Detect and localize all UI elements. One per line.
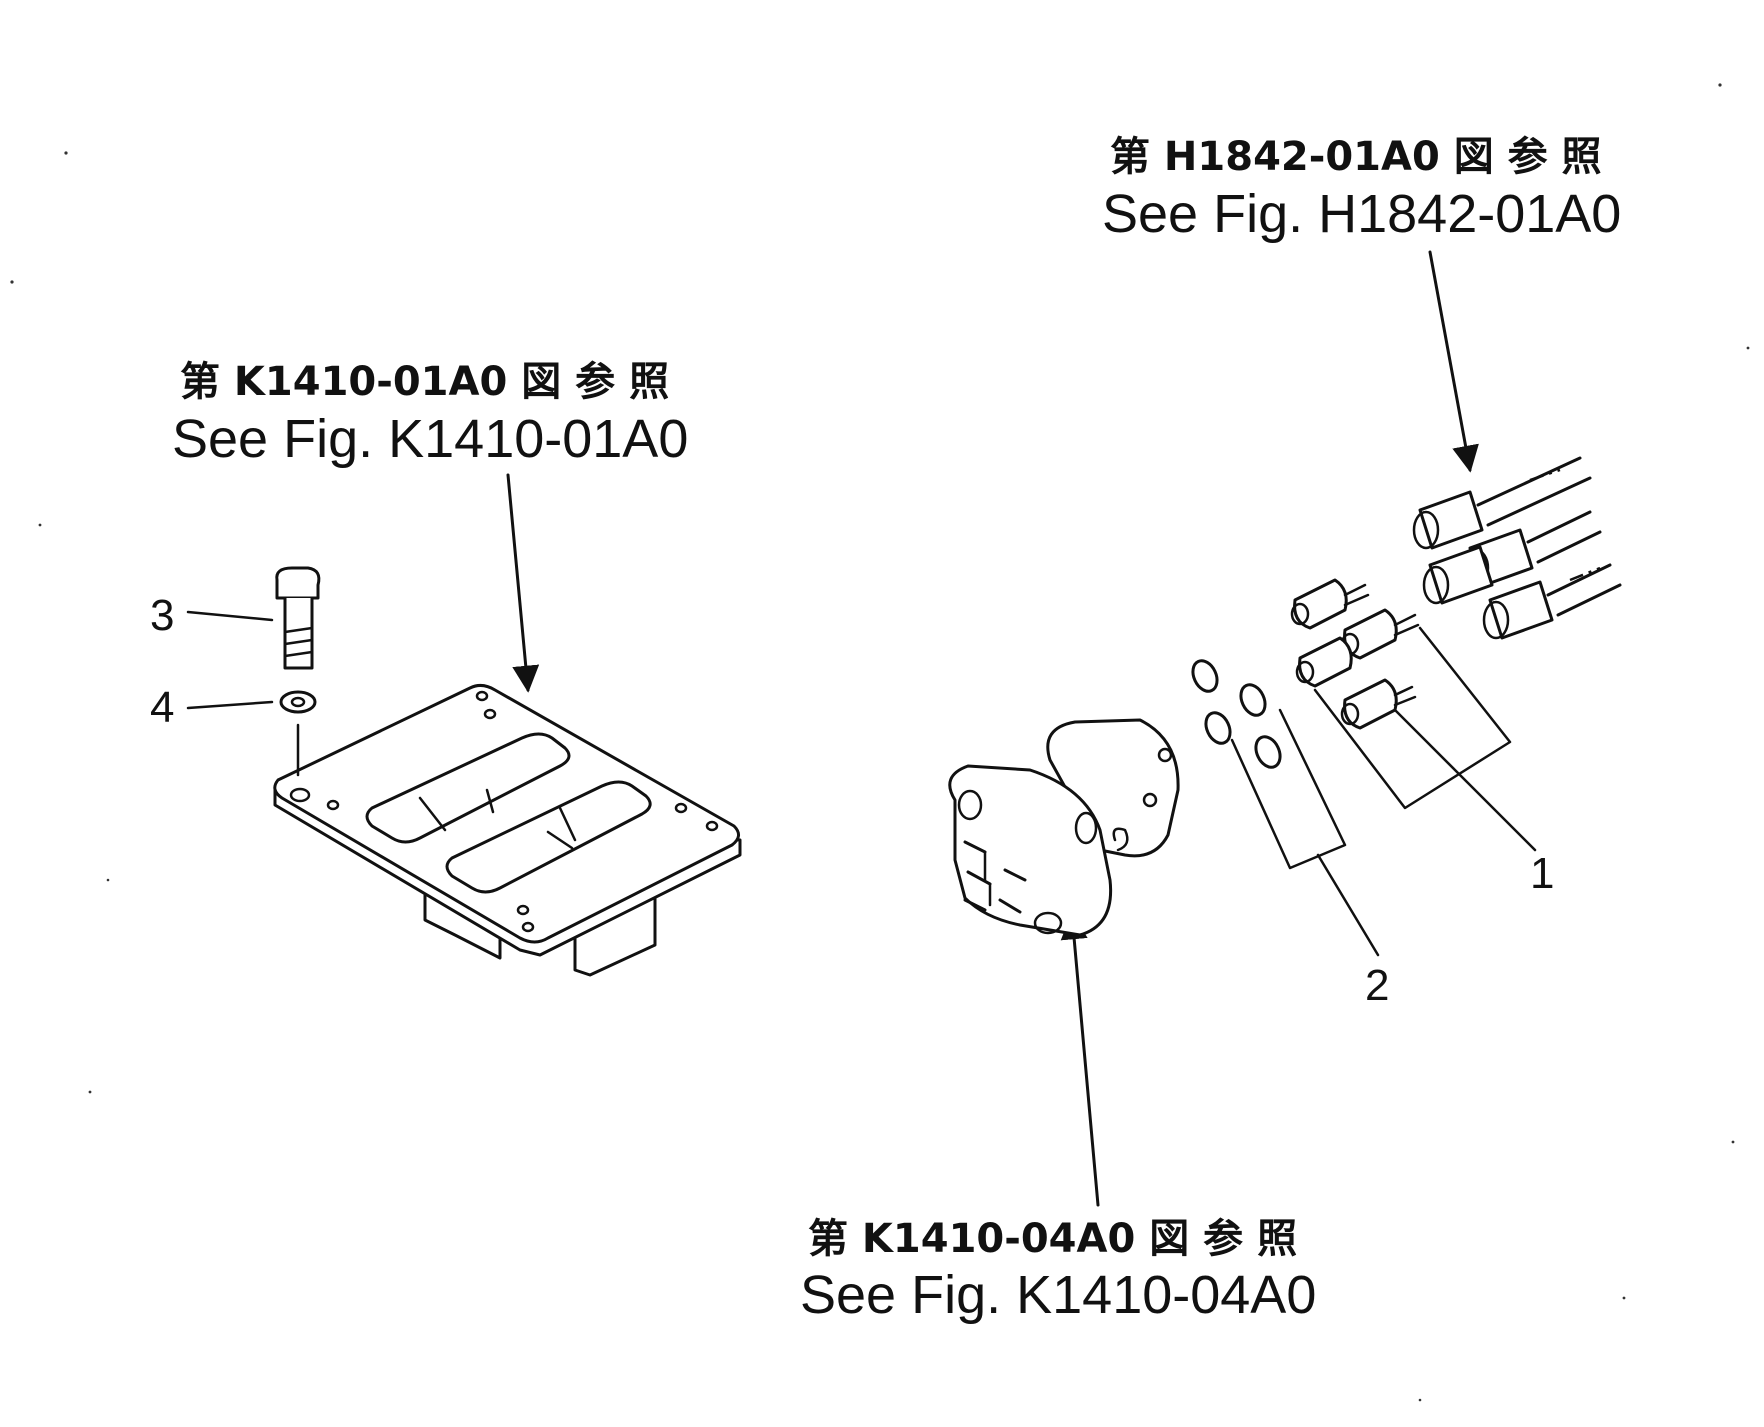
leader-line-3 bbox=[186, 610, 274, 622]
leader-line-1 bbox=[1393, 708, 1537, 852]
reference-left-jp: 第 K1410-01A0 図 参 照 bbox=[180, 359, 669, 405]
scan-speckles bbox=[10, 83, 1750, 1402]
arrow-to-hoses bbox=[1428, 250, 1479, 473]
reference-top-right: 第 H1842-01A0 図 参 照 See Fig. H1842-01A0 bbox=[1102, 134, 1621, 244]
fittings bbox=[1290, 578, 1420, 730]
mounting-plate bbox=[273, 683, 742, 977]
o-ring-bracket bbox=[1230, 708, 1347, 870]
washer bbox=[279, 690, 317, 714]
reference-top-right-en: See Fig. H1842-01A0 bbox=[1102, 184, 1621, 244]
arrow-to-valve bbox=[1060, 912, 1100, 1207]
o-rings bbox=[1191, 659, 1282, 769]
reference-bottom: 第 K1410-04A0 図 参 照 See Fig. K1410-04A0 bbox=[800, 1216, 1316, 1325]
callout-2: 2 bbox=[1365, 961, 1389, 1010]
callout-3: 3 bbox=[150, 591, 174, 640]
reference-bottom-jp: 第 K1410-04A0 図 参 照 bbox=[808, 1216, 1297, 1262]
hose-ends bbox=[1412, 456, 1622, 640]
reference-left-en: See Fig. K1410-01A0 bbox=[172, 409, 688, 469]
valve-connector bbox=[948, 718, 1180, 937]
reference-bottom-en: See Fig. K1410-04A0 bbox=[800, 1265, 1316, 1325]
reference-top-right-jp: 第 H1842-01A0 図 参 照 bbox=[1110, 134, 1602, 180]
callout-4: 4 bbox=[150, 683, 174, 732]
leader-line-2 bbox=[1316, 853, 1380, 957]
bolt bbox=[275, 566, 321, 670]
fitting-bracket bbox=[1313, 626, 1512, 810]
leader-line-4 bbox=[186, 700, 274, 710]
reference-left: 第 K1410-01A0 図 参 照 See Fig. K1410-01A0 bbox=[172, 359, 688, 469]
arrow-to-plate bbox=[506, 473, 540, 693]
callout-1: 1 bbox=[1530, 849, 1554, 898]
